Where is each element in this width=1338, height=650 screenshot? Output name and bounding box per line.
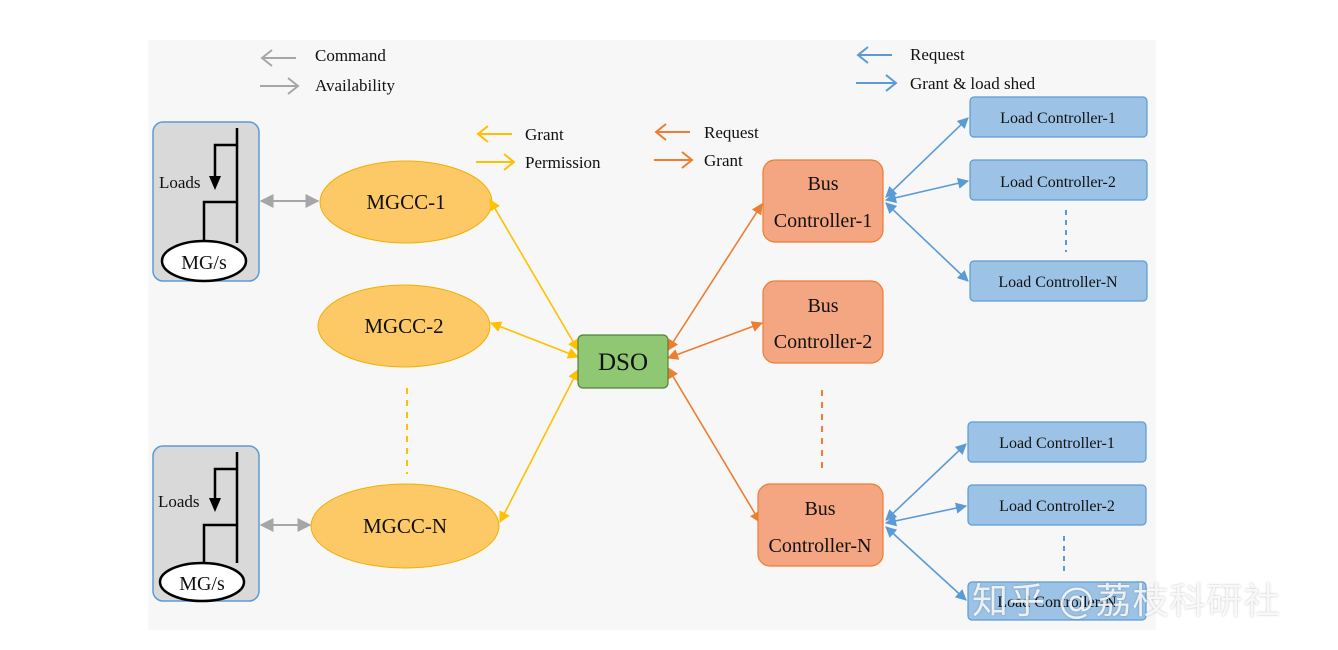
mg-label: MG/s bbox=[181, 252, 227, 274]
load-controller-top-1-node bbox=[969, 96, 1148, 138]
loads-label: Loads bbox=[158, 492, 200, 511]
legend-grant-load-shed-label: Grant & load shed bbox=[910, 74, 1036, 93]
bus1-load2-link bbox=[884, 177, 970, 204]
bus-bar-icon bbox=[202, 128, 239, 243]
mg-ellipse bbox=[158, 561, 246, 603]
legend-request-orange-label: Request bbox=[704, 123, 759, 142]
load-controller-top-2-node bbox=[969, 159, 1148, 201]
microgrid-box-1 bbox=[152, 121, 260, 283]
legend-orange-arrows bbox=[654, 123, 694, 169]
load-controller-top-1-label: Load Controller-1 bbox=[1000, 110, 1116, 127]
bus-controller-2-line1: Bus bbox=[807, 295, 838, 317]
dso-label: DSO bbox=[598, 349, 648, 376]
legend-gray-arrows bbox=[260, 49, 300, 95]
bus-load-links bbox=[884, 117, 970, 601]
load-controller-bottom-2-label: Load Controller-2 bbox=[999, 498, 1115, 515]
microgrid-box-2 bbox=[152, 445, 260, 603]
legend-blue-arrows bbox=[856, 46, 898, 92]
load-controller-top-n-label: Load Controller-N bbox=[998, 274, 1118, 291]
legend-yellow-arrows bbox=[476, 125, 516, 171]
load-controller-bottom-1-node bbox=[967, 421, 1147, 463]
mgcc-1-label: MGCC-1 bbox=[366, 190, 445, 214]
legend-availability-label: Availability bbox=[315, 76, 395, 95]
busN-loadN-link bbox=[885, 526, 967, 601]
mgcc-n-label: MGCC-N bbox=[363, 514, 447, 538]
bus-controller-1-line2: Controller-1 bbox=[774, 210, 872, 232]
mgcc-n-node bbox=[310, 483, 500, 569]
load-controller-bottom-1-label: Load Controller-1 bbox=[999, 435, 1115, 452]
mgcc-2-label: MGCC-2 bbox=[364, 314, 443, 338]
load-arrow-icon bbox=[209, 176, 221, 190]
load-controller-bottom-n-label: Load Controller-N bbox=[997, 594, 1117, 611]
legend-grant-yellow-label: Grant bbox=[525, 125, 564, 144]
busN-load2-link bbox=[884, 502, 968, 527]
dso-bus2-link bbox=[666, 321, 764, 360]
bus-bar-icon bbox=[202, 452, 239, 563]
bus-controller-n-line2: Controller-N bbox=[769, 535, 872, 557]
dso-busN-link bbox=[667, 367, 761, 523]
bus-controller-2-line2: Controller-2 bbox=[774, 331, 872, 353]
legend-grant-orange-label: Grant bbox=[704, 151, 743, 170]
load-controller-bottom-n-node bbox=[967, 581, 1147, 621]
bus-controller-1-node bbox=[762, 159, 884, 243]
load-controller-top-2-label: Load Controller-2 bbox=[1000, 174, 1116, 191]
load-controller-top-n-node bbox=[969, 260, 1148, 302]
legend-permission-label: Permission bbox=[525, 153, 601, 172]
dso-mgcc2-link bbox=[489, 321, 580, 359]
bus-controller-n-line1: Bus bbox=[804, 498, 835, 520]
loads-label: Loads bbox=[159, 173, 201, 192]
load-arrow-icon bbox=[209, 498, 221, 512]
load-controller-bottom-2-node bbox=[967, 484, 1147, 526]
dso-mgccN-link bbox=[499, 369, 579, 523]
bus-controller-1-line1: Bus bbox=[807, 173, 838, 195]
legend-request-blue-label: Request bbox=[910, 45, 965, 64]
mg-label: MG/s bbox=[179, 573, 225, 595]
watermark-text: 知乎 @荔枝科研社 bbox=[972, 581, 1281, 622]
bus1-loadN-link bbox=[885, 202, 969, 282]
dso-bus-links bbox=[666, 203, 764, 523]
legend-command-label: Command bbox=[315, 46, 386, 65]
dso-node bbox=[577, 334, 669, 389]
bus-controller-2-node bbox=[762, 280, 884, 364]
dso-mgcc-links bbox=[489, 199, 580, 523]
bus-controller-n-node bbox=[757, 483, 884, 567]
mg-ellipse bbox=[160, 239, 248, 283]
